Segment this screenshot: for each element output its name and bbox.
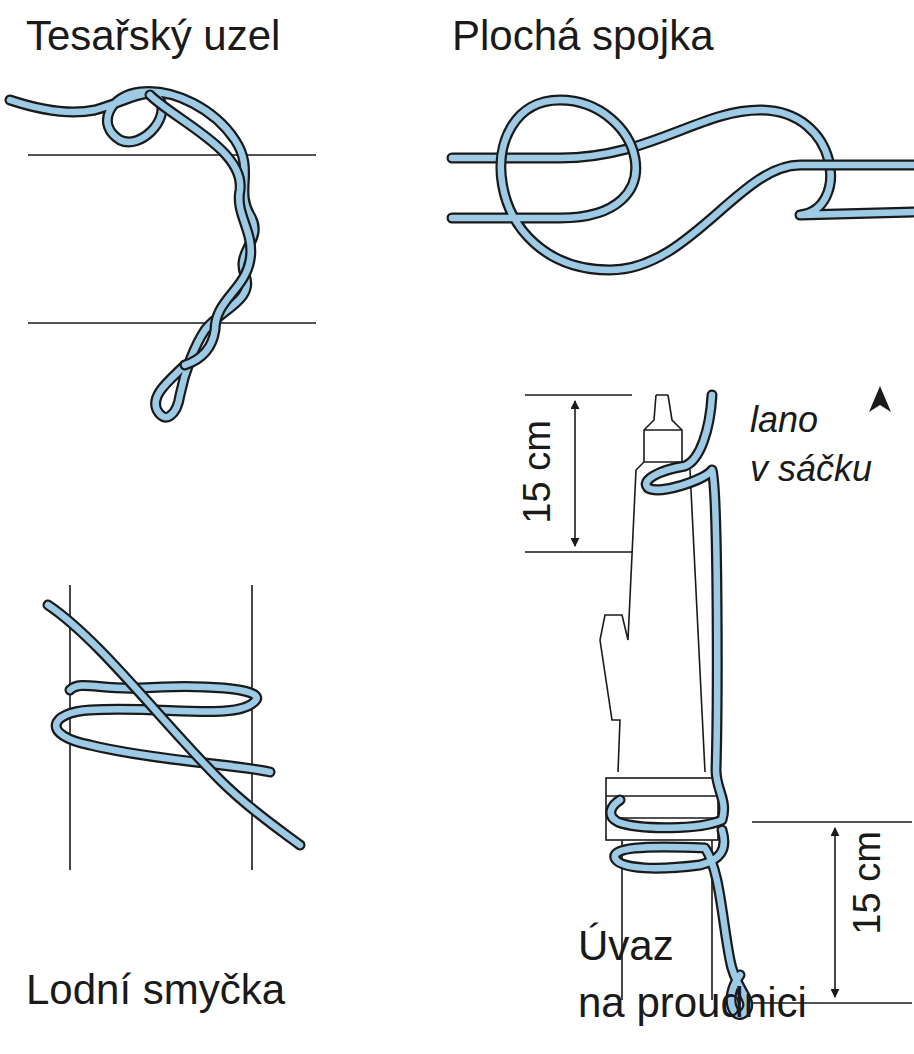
rope-outline — [48, 605, 300, 845]
rope-fill — [56, 685, 270, 772]
rope-fill — [150, 95, 251, 365]
rope-fill — [48, 605, 300, 845]
knot-title: Úvaz na proudnici — [578, 918, 878, 1031]
knot-title: Lodní smyčka — [26, 962, 285, 1019]
rope-outline — [150, 95, 251, 365]
note: lano v sáčku — [750, 396, 910, 493]
rope-fill — [10, 92, 254, 418]
dimension-label: 15 cm — [847, 827, 889, 938]
rope-fill — [611, 395, 724, 828]
rope-outline — [56, 685, 270, 772]
rope-outline — [452, 100, 914, 270]
rope-outline — [611, 395, 724, 828]
rope-fill — [452, 100, 914, 270]
knot-title: Plochá spojka — [452, 8, 714, 65]
knot-title: Tesařský uzel — [26, 8, 280, 65]
rope-outline — [10, 92, 254, 418]
dimension-label: 15 cm — [517, 416, 559, 527]
